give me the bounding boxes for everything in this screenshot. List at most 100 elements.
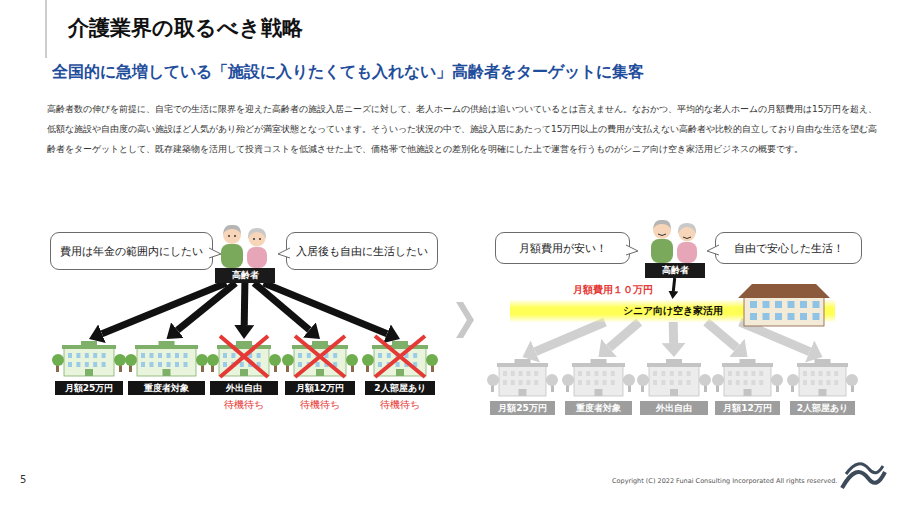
facility-label-bar: 外出自由 — [640, 401, 708, 415]
node-text: 月額費用が安い！ — [519, 241, 607, 256]
building-door — [744, 389, 752, 396]
window — [603, 380, 607, 385]
house-window — [750, 301, 757, 308]
tree — [699, 374, 711, 386]
node-text: 重度者対象 — [576, 402, 621, 415]
window — [175, 362, 179, 367]
node-text: 入居後も自由に生活したい — [296, 244, 428, 259]
tree — [623, 374, 635, 386]
tree — [637, 374, 649, 386]
title-rule — [46, 0, 47, 58]
window — [387, 353, 391, 358]
window — [68, 353, 72, 358]
window — [759, 371, 763, 376]
facility-label-bar: 重度者対象 — [128, 381, 205, 395]
window — [834, 371, 838, 376]
cross-mark — [375, 336, 425, 377]
window — [503, 371, 507, 376]
window — [578, 380, 582, 385]
node-text: 月額25万円 — [498, 402, 547, 415]
window — [603, 371, 607, 376]
house-window — [813, 301, 820, 308]
bubble-tail-shape — [278, 248, 290, 258]
speech-bubble: 月額費用が安い！ — [495, 232, 630, 264]
window — [184, 353, 188, 358]
node-text: 外出自由 — [226, 382, 262, 395]
window — [661, 380, 665, 385]
window — [611, 380, 615, 385]
facility-box: 重度者対象 — [128, 340, 205, 395]
window — [93, 353, 97, 358]
building-icon — [640, 358, 708, 398]
window — [594, 371, 598, 376]
window — [298, 362, 302, 367]
window — [826, 380, 830, 385]
building-sign — [591, 359, 607, 364]
tree — [562, 374, 574, 386]
building-sign — [159, 341, 175, 346]
tree — [52, 354, 64, 366]
window — [803, 380, 807, 385]
tree — [546, 374, 558, 386]
window — [803, 371, 807, 376]
window — [316, 362, 320, 367]
building-sign — [740, 359, 756, 364]
waiting-note: 待機待ち — [380, 398, 420, 412]
window — [85, 353, 89, 358]
window — [511, 380, 515, 385]
flow-arrow — [669, 322, 678, 343]
cross-mark — [295, 336, 345, 377]
window — [167, 353, 171, 358]
flow-arrow — [673, 278, 674, 291]
window — [811, 371, 815, 376]
building-icon — [210, 340, 278, 378]
house-icon — [738, 282, 830, 328]
cross-mark — [375, 336, 425, 377]
tree — [125, 354, 137, 366]
window — [503, 380, 507, 385]
flow-arrow — [177, 283, 235, 330]
window — [819, 371, 823, 376]
facility-box-grey: 月額25万円 — [490, 358, 555, 415]
node-text: 自由で安心した生活！ — [734, 241, 844, 256]
window — [728, 380, 732, 385]
page-number: 5 — [20, 474, 26, 485]
building-door — [819, 389, 827, 396]
flow-arrow — [535, 322, 605, 352]
tree — [346, 354, 358, 366]
facility-label-bar: 月額12万円 — [715, 401, 780, 415]
flow-arrow — [241, 283, 249, 325]
building-icon — [790, 358, 855, 398]
cross-mark — [220, 336, 268, 377]
window — [670, 371, 674, 376]
node-text: 重度者対象 — [144, 382, 189, 395]
window — [413, 353, 417, 358]
tree — [114, 354, 126, 366]
window — [240, 362, 244, 367]
building-sign — [236, 341, 252, 346]
window — [678, 380, 682, 385]
house-window — [750, 313, 757, 320]
house-wall — [744, 296, 824, 326]
building-body — [574, 366, 623, 396]
tree — [846, 374, 858, 386]
bubble-tail — [209, 248, 223, 262]
window — [759, 380, 763, 385]
window — [184, 362, 188, 367]
window — [231, 353, 235, 358]
window — [678, 371, 682, 376]
window — [76, 353, 80, 358]
tree — [282, 354, 294, 366]
window — [167, 362, 171, 367]
subtitle: 全国的に急増している「施設に入りたくても入れない」高齢者をターゲットに集客 — [52, 62, 644, 83]
building-sign — [666, 359, 682, 364]
facility-box-grey: 2人部屋あり — [790, 358, 855, 415]
tree — [712, 374, 724, 386]
window — [158, 353, 162, 358]
price-note: 月額費用１０万円 — [573, 283, 653, 297]
node-text: 月額12万円 — [296, 382, 345, 395]
tree — [269, 354, 281, 366]
window — [223, 353, 227, 358]
tree — [196, 354, 208, 366]
